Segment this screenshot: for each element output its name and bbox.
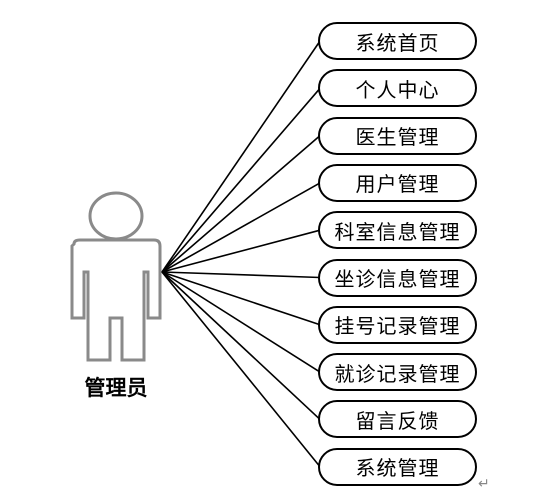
use-case-node: 个人中心 <box>318 69 477 108</box>
association-line <box>161 271 321 468</box>
actor-label: 管理员 <box>84 376 148 400</box>
actor-head <box>88 191 144 241</box>
association-line <box>161 271 321 326</box>
use-case-node: 就诊记录管理 <box>318 353 477 392</box>
association-line <box>161 87 321 273</box>
association-line <box>161 40 321 273</box>
use-case-node: 留言反馈 <box>318 400 477 439</box>
association-line <box>161 271 321 279</box>
use-case-node: 系统管理 <box>318 447 477 486</box>
paragraph-mark: ↵ <box>478 476 490 492</box>
association-line <box>161 271 321 373</box>
use-case-node: 挂号记录管理 <box>318 305 477 344</box>
association-line <box>161 271 321 420</box>
use-case-node: 医生管理 <box>318 116 477 155</box>
use-case-node: 科室信息管理 <box>318 211 477 250</box>
association-line <box>161 134 321 273</box>
actor-figure <box>70 191 162 362</box>
association-line <box>161 182 321 273</box>
use-case-node: 用户管理 <box>318 163 477 202</box>
actor-body <box>70 238 162 362</box>
association-line <box>161 229 321 273</box>
use-case-node: 系统首页 <box>318 22 477 60</box>
use-case-node: 坐诊信息管理 <box>318 258 477 297</box>
